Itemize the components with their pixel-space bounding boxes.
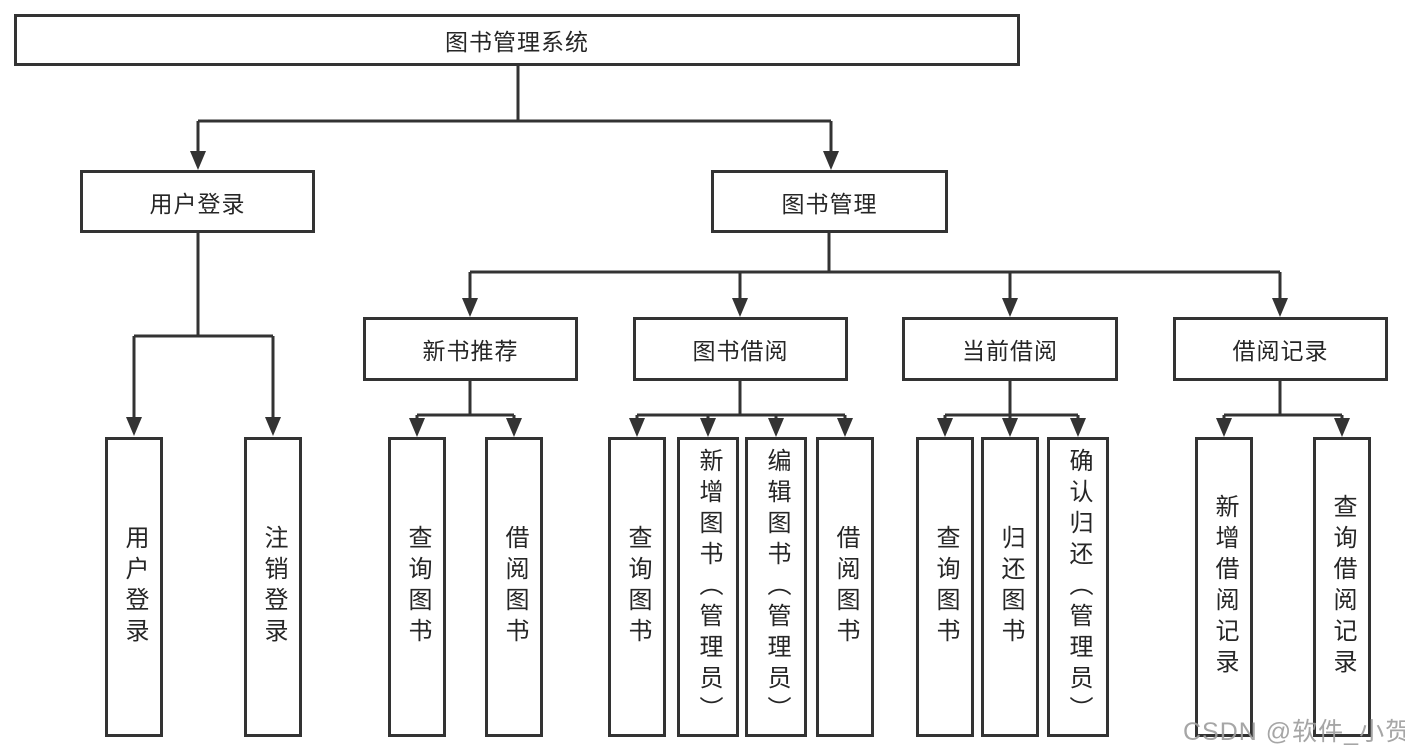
node-label: 查询借阅记录	[1329, 494, 1356, 680]
node-label: 图书管理	[781, 190, 878, 217]
node-borrowing-records: 借阅记录	[1173, 317, 1388, 381]
node-label: 用户登录	[121, 525, 148, 649]
node-label: 新书推荐	[422, 338, 519, 364]
leaf-query-books-current: 查询图书	[916, 437, 974, 737]
leaf-edit-books-admin: 编辑图书（管理员）	[745, 437, 807, 737]
node-label: 借阅图书	[832, 525, 859, 649]
node-label: 确认归还（管理员）	[1065, 447, 1092, 727]
node-label: 当前借阅	[962, 338, 1058, 364]
leaf-query-books-recommend: 查询图书	[388, 437, 446, 737]
leaf-query-borrow-record: 查询借阅记录	[1313, 437, 1371, 737]
node-label: 借阅记录	[1232, 338, 1329, 364]
node-label: 查询图书	[404, 525, 431, 649]
leaf-borrow-books-borrowing: 借阅图书	[816, 437, 874, 737]
leaf-add-borrow-record: 新增借阅记录	[1195, 437, 1253, 737]
node-label: 查询图书	[932, 525, 959, 649]
node-label: 归还图书	[997, 525, 1024, 649]
node-label: 图书管理系统	[445, 29, 589, 55]
node-label: 新增借阅记录	[1211, 494, 1238, 680]
node-root: 图书管理系统	[14, 14, 1020, 66]
leaf-borrow-books-recommend: 借阅图书	[485, 437, 543, 737]
leaf-logout-login: 注销登录	[244, 437, 302, 737]
leaf-return-books: 归还图书	[981, 437, 1039, 737]
leaf-confirm-return-admin: 确认归还（管理员）	[1047, 437, 1109, 737]
node-label: 图书借阅	[692, 338, 789, 364]
watermark: CSDN @软件_小贺同学	[1183, 718, 1405, 746]
leaf-add-books-admin: 新增图书（管理员）	[677, 437, 739, 737]
node-new-book-recommendation: 新书推荐	[363, 317, 578, 381]
node-label: 新增图书（管理员）	[695, 447, 722, 727]
node-current-borrowing: 当前借阅	[902, 317, 1118, 381]
node-label: 编辑图书（管理员）	[763, 447, 790, 727]
node-label: 用户登录	[149, 190, 246, 217]
node-book-management: 图书管理	[711, 170, 948, 233]
node-book-borrowing: 图书借阅	[633, 317, 848, 381]
node-label: 借阅图书	[501, 525, 528, 649]
node-user-login: 用户登录	[80, 170, 315, 233]
leaf-query-books-borrowing: 查询图书	[608, 437, 666, 737]
leaf-user-login: 用户登录	[105, 437, 163, 737]
node-label: 查询图书	[624, 525, 651, 649]
node-label: 注销登录	[260, 525, 287, 649]
